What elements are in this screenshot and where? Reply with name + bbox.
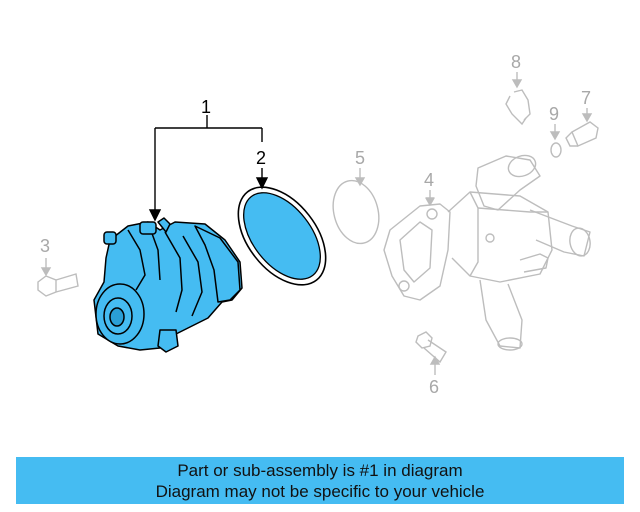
banner-line-2: Diagram may not be specific to your vehi… [155, 481, 485, 501]
callout-4-label: 4 [424, 170, 434, 190]
bolt-part-3 [37, 258, 79, 297]
callout-5-label: 5 [355, 148, 365, 168]
callout-3-label: 3 [40, 236, 50, 256]
callout-1-leader [148, 115, 263, 222]
callout-7-label: 7 [581, 88, 591, 108]
parts-diagram: 1 2 3 5 [37, 52, 599, 397]
water-pump-assembly[interactable] [93, 217, 243, 353]
clip-part-8 [505, 72, 531, 126]
callout-1-label: 1 [201, 97, 211, 117]
callout-6-label: 6 [429, 377, 439, 397]
callout-8-label: 8 [511, 52, 521, 72]
thermostat-housing-part-4 [383, 154, 591, 351]
o-ring-part-5 [332, 168, 380, 245]
info-banner: Part or sub-assembly is #1 in diagram Di… [16, 457, 624, 504]
callout-9-label: 9 [549, 104, 559, 124]
sensor-part-7 [565, 108, 599, 147]
callout-2-label: 2 [256, 148, 266, 168]
callout-2-leader [255, 168, 269, 190]
banner-line-1: Part or sub-assembly is #1 in diagram [177, 460, 463, 480]
seal-part-9 [549, 124, 562, 158]
gasket[interactable] [221, 171, 344, 301]
bolt-part-6 [415, 331, 447, 375]
